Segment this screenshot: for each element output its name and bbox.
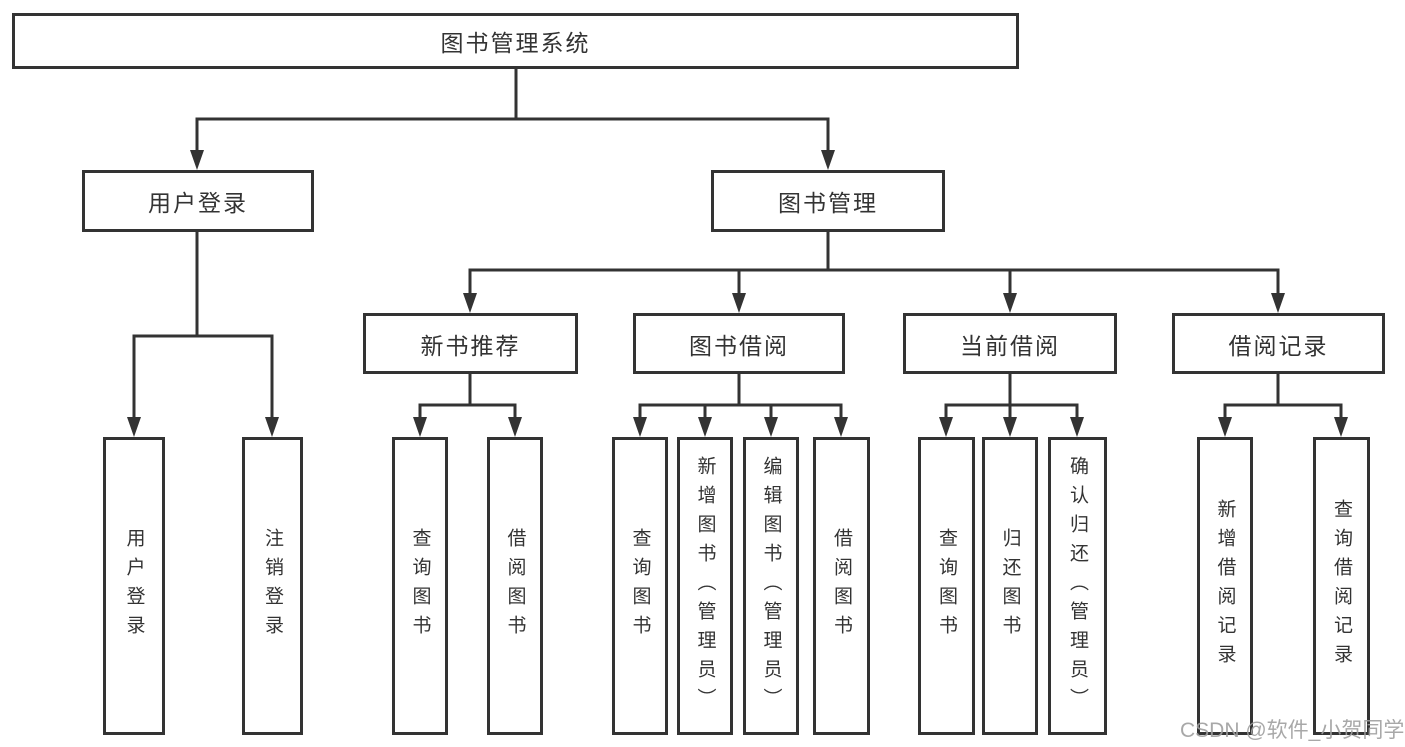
node-book-borrowing: 图书借阅: [633, 313, 845, 374]
leaf-query-books-recommend: 查询图书: [392, 437, 448, 735]
node-root-system: 图书管理系统: [12, 13, 1019, 69]
node-new-book-recommend-label: 新书推荐: [420, 332, 521, 359]
leaf-borrow-books-recommend-label: 借阅图书: [504, 528, 526, 644]
node-borrowing-records: 借阅记录: [1172, 313, 1385, 374]
node-user-login-label: 用户登录: [148, 190, 248, 216]
leaf-query-books-current-label: 查询图书: [936, 528, 957, 644]
leaf-return-books: 归还图书: [982, 437, 1038, 735]
leaf-edit-books-admin: 编辑图书（管理员）: [743, 437, 799, 735]
leaf-query-books-borrowing-label: 查询图书: [629, 528, 651, 644]
leaf-borrow-books-borrowing: 借阅图书: [813, 437, 870, 735]
node-book-management-label: 图书管理: [778, 190, 878, 216]
leaf-logout: 注销登录: [242, 437, 303, 735]
leaf-return-books-label: 归还图书: [999, 528, 1021, 644]
node-book-management: 图书管理: [711, 170, 945, 232]
leaf-edit-books-admin-label: 编辑图书（管理员）: [760, 455, 782, 717]
node-user-login: 用户登录: [82, 170, 314, 232]
leaf-borrow-books-borrowing-label: 借阅图书: [831, 528, 852, 644]
node-borrowing-records-label: 借阅记录: [1228, 332, 1329, 359]
leaf-query-books-current: 查询图书: [918, 437, 975, 735]
leaf-query-books-borrowing: 查询图书: [612, 437, 668, 735]
leaf-logout-label: 注销登录: [262, 528, 283, 644]
node-current-borrowing: 当前借阅: [903, 313, 1117, 374]
leaf-query-borrow-record: 查询借阅记录: [1313, 437, 1370, 735]
leaf-borrow-books-recommend: 借阅图书: [487, 437, 543, 735]
node-root-system-label: 图书管理系统: [440, 30, 591, 56]
node-book-borrowing-label: 图书借阅: [689, 332, 789, 359]
leaf-add-borrow-record-label: 新增借阅记录: [1214, 499, 1236, 673]
leaf-add-borrow-record: 新增借阅记录: [1197, 437, 1253, 735]
leaf-add-books-admin-label: 新增图书（管理员）: [694, 455, 716, 717]
leaf-user-login: 用户登录: [103, 437, 165, 735]
watermark: CSDN @软件_小贺同学: [1180, 719, 1405, 742]
leaf-query-books-recommend-label: 查询图书: [409, 528, 431, 644]
leaf-query-borrow-record-label: 查询借阅记录: [1331, 499, 1352, 673]
leaf-confirm-return-admin-label: 确认归还（管理员）: [1067, 455, 1088, 717]
leaf-add-books-admin: 新增图书（管理员）: [677, 437, 733, 735]
arrowhead-icons: [127, 150, 1348, 437]
leaf-confirm-return-admin: 确认归还（管理员）: [1048, 437, 1107, 735]
leaf-user-login-label: 用户登录: [123, 528, 145, 644]
node-new-book-recommend: 新书推荐: [363, 313, 578, 374]
node-current-borrowing-label: 当前借阅: [960, 332, 1060, 359]
